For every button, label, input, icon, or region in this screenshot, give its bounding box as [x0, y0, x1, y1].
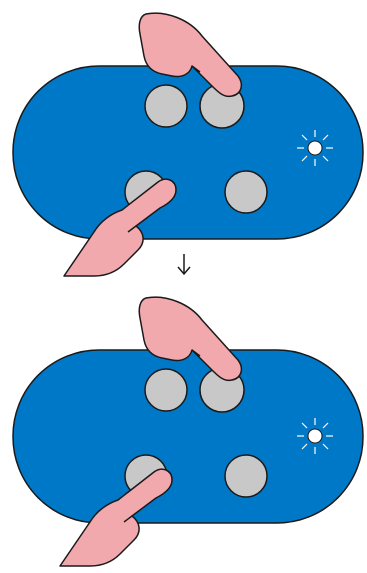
button-bottom-right[interactable]	[225, 171, 267, 213]
button-bottom-right[interactable]	[225, 455, 267, 497]
step-1-panel	[13, 13, 363, 276]
down-arrow-icon	[178, 254, 190, 274]
step-2-panel	[13, 297, 363, 566]
button-top-left[interactable]	[145, 369, 187, 411]
led-blink-icon	[297, 130, 333, 166]
led-blink-icon	[297, 418, 333, 454]
button-top-left[interactable]	[145, 85, 187, 127]
